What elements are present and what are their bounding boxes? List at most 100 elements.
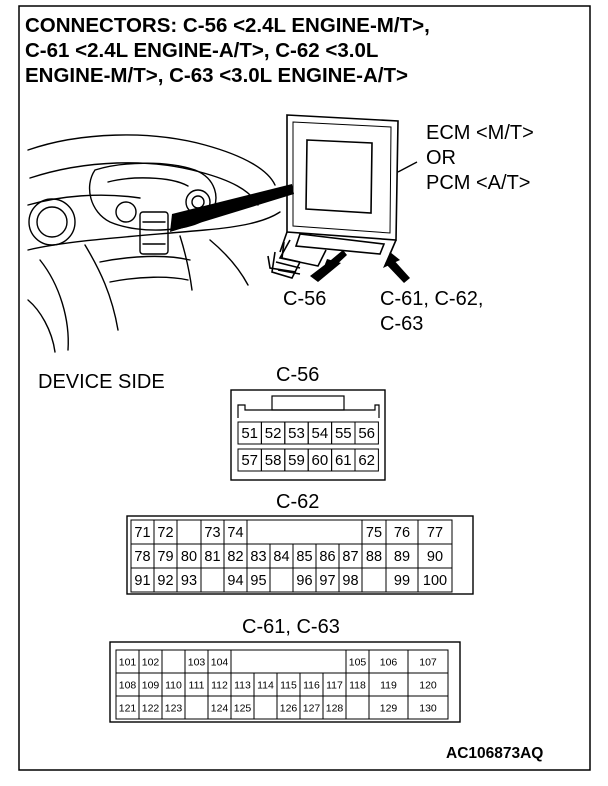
pin-number: 59 [288,452,305,469]
pin-number: 60 [312,452,329,469]
pin-number: 58 [265,452,282,469]
pin-number: 93 [181,573,197,589]
pin-number: 109 [142,680,160,692]
dashboard-illustration [27,134,281,353]
pin-number: 89 [394,549,410,565]
pin-number: 119 [380,680,397,692]
pin-number: 105 [349,657,367,669]
connector-key [246,519,363,545]
pin-number: 62 [358,452,375,469]
pin-cell [345,695,370,720]
pin-number: 123 [165,703,183,715]
pin-number: 100 [423,573,447,589]
pin-cell [200,567,225,593]
pin-number: 87 [342,549,358,565]
module-label-line-1: ECM <M/T> [426,122,534,144]
pin-number: 74 [227,525,243,541]
pin-number: 120 [419,680,437,692]
pin-number: 115 [280,680,297,692]
pin-number: 80 [181,549,197,565]
pin-number: 113 [234,680,251,692]
pin-number: 55 [335,425,352,442]
pin-number: 53 [288,425,305,442]
pin-number: 111 [189,680,205,692]
pin-number: 82 [227,549,243,565]
pin-number: 129 [380,703,398,715]
pin-cell [184,695,209,720]
pin-number: 86 [319,549,335,565]
ecm-pcm-module [267,114,399,279]
figure-frame [18,5,591,771]
pin-cell [417,567,453,593]
pin-cell [253,695,278,720]
pin-number: 97 [319,573,335,589]
pin-number: 108 [119,680,137,692]
pin-number: 99 [394,573,410,589]
pin-number: 103 [188,657,206,669]
pin-number: 127 [303,703,321,715]
pin-number: 83 [250,549,266,565]
pin-number: 98 [342,573,358,589]
pin-number: 128 [326,703,344,715]
callout-c56: C-56 [283,288,326,310]
pin-number: 56 [358,425,375,442]
pin-number: 130 [419,703,437,715]
title-line-1: CONNECTORS: C-56 <2.4L ENGINE-M/T>, [25,14,430,37]
pin-number: 121 [119,703,137,715]
pin-number: 126 [280,703,298,715]
pin-number: 54 [312,425,329,442]
pin-number: 114 [257,680,274,692]
pin-number: 77 [427,525,443,541]
pin-number: 106 [380,657,398,669]
pin-number: 104 [211,657,229,669]
pin-number: 92 [157,573,173,589]
pin-number: 81 [204,549,220,565]
pin-number: 51 [241,425,258,442]
title-line-2: C-61 <2.4L ENGINE-A/T>, C-62 <3.0L [25,39,378,62]
arrow-c56 [310,250,347,282]
pin-number: 96 [296,573,312,589]
pin-number: 79 [157,549,173,565]
pin-number: 107 [419,657,437,669]
pin-number: 124 [211,703,229,715]
pin-cell [407,695,449,720]
pin-cell [354,448,379,472]
pin-number: 117 [326,680,343,692]
callout-right-line-1: C-61, C-62, [380,288,483,310]
arrow-c61 [385,258,410,283]
pin-number: 85 [296,549,312,565]
callout-right-line-2: C-63 [380,313,423,335]
pin-number: 101 [119,657,137,669]
pin-number: 75 [366,525,382,541]
pin-number: 57 [241,452,258,469]
pin-number: 116 [303,680,320,692]
pin-number: 102 [142,657,160,669]
title-line-3: ENGINE-M/T>, C-63 <3.0L ENGINE-A/T> [25,64,408,87]
c62-label: C-62 [276,491,319,513]
module-label-line-2: OR [426,147,456,169]
pin-cell [176,519,202,545]
pin-number: 95 [250,573,266,589]
pin-number: 118 [349,680,366,692]
pin-number: 94 [227,573,243,589]
pin-number: 110 [165,680,182,692]
pin-number: 88 [366,549,382,565]
device-side-label: DEVICE SIDE [38,371,165,393]
pin-number: 90 [427,549,443,565]
c61-c63-label: C-61, C-63 [242,616,340,638]
pin-number: 72 [157,525,173,541]
connector-key [230,649,347,674]
pin-number: 122 [142,703,160,715]
pin-number: 76 [394,525,410,541]
module-leader-line [397,161,418,173]
pin-number: 73 [204,525,220,541]
pin-number: 71 [134,525,150,541]
pin-number: 91 [134,573,150,589]
module-label-line-3: PCM <A/T> [426,172,530,194]
pin-number: 52 [265,425,282,442]
figure-code: AC106873AQ [446,745,543,762]
location-pointer [170,184,294,232]
